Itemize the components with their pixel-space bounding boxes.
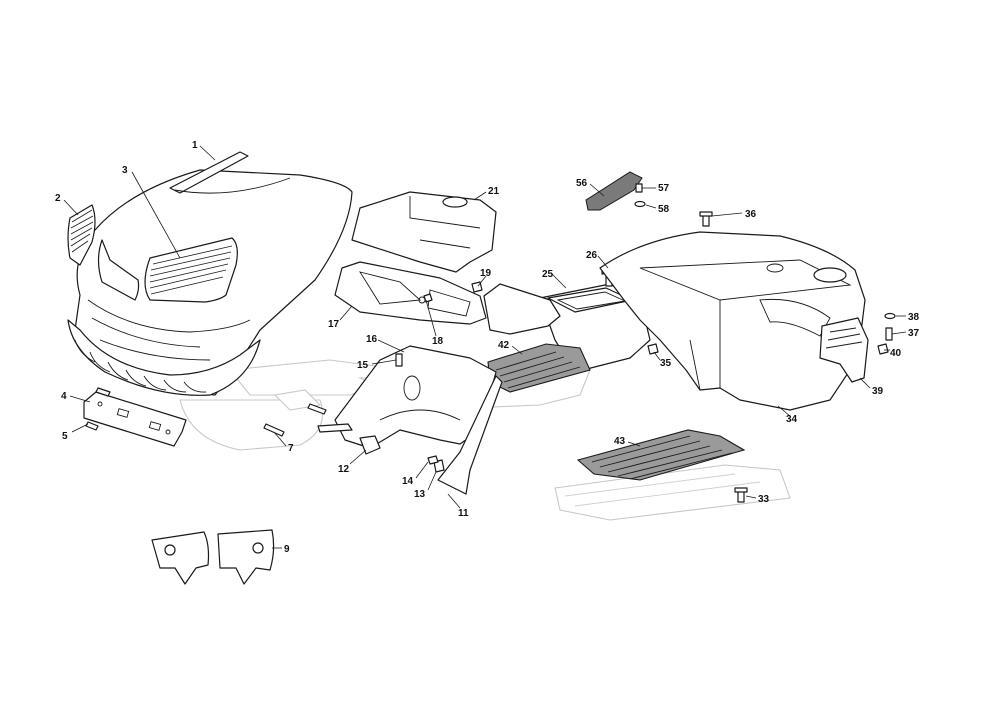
leader-lines [63, 145, 907, 549]
callout-33: 33 [758, 494, 770, 505]
front-grille-part-3[interactable] [144, 237, 238, 303]
bracket-part-12[interactable] [317, 423, 381, 455]
callout-21: 21 [488, 186, 500, 197]
callout-42: 42 [498, 340, 510, 351]
screw-part-5[interactable] [85, 421, 99, 431]
callout-18: 18 [432, 336, 444, 347]
callout-7: 7 [288, 443, 294, 454]
callout-13: 13 [414, 489, 426, 500]
screw-part-7[interactable] [95, 387, 327, 437]
callout-26: 26 [586, 250, 598, 261]
callout-57: 57 [658, 183, 670, 194]
callout-36: 36 [745, 209, 757, 220]
callout-labels: 1 2 3 4 5 7 9 11 12 13 14 15 16 17 18 19… [55, 140, 920, 555]
screw-part-36[interactable] [699, 211, 713, 227]
clip-part-13[interactable] [433, 459, 445, 473]
callout-16: 16 [366, 334, 378, 345]
callout-9: 9 [284, 544, 290, 555]
screw-part-35[interactable] [647, 343, 659, 355]
washer-part-58[interactable] [634, 200, 646, 208]
washer-part-38[interactable] [884, 312, 896, 320]
front-section-part [483, 283, 561, 335]
callout-37: 37 [908, 328, 920, 339]
callout-43: 43 [614, 436, 626, 447]
callout-14: 14 [402, 476, 414, 487]
callout-34: 34 [786, 414, 798, 425]
bracket-part-4[interactable] [83, 391, 187, 447]
dash-panel-part-17[interactable] [334, 261, 487, 325]
footrest-mat-part-43[interactable] [576, 429, 746, 481]
callout-25: 25 [542, 269, 554, 280]
handle-part-56[interactable] [585, 171, 643, 211]
side-panel-part-11[interactable] [437, 375, 503, 495]
nut-part-40[interactable] [877, 343, 889, 355]
callout-40: 40 [890, 348, 902, 359]
callout-5: 5 [62, 431, 68, 442]
rear-body-part-34[interactable] [599, 231, 866, 411]
callout-38: 38 [908, 312, 920, 323]
gasket-part-9[interactable] [151, 529, 275, 585]
callout-1: 1 [192, 140, 198, 151]
side-grille-part-2[interactable] [67, 204, 96, 266]
callout-19: 19 [480, 268, 492, 279]
callout-17: 17 [328, 319, 340, 330]
callout-56: 56 [576, 178, 588, 189]
screw-part-33[interactable] [734, 487, 748, 503]
callout-39: 39 [872, 386, 884, 397]
callout-2: 2 [55, 193, 61, 204]
callout-12: 12 [338, 464, 350, 475]
screw-part-57[interactable] [635, 183, 643, 193]
clip-part-14[interactable] [427, 455, 439, 465]
screw-part-37[interactable] [885, 327, 893, 341]
clip-part-18[interactable] [423, 293, 433, 303]
callout-3: 3 [122, 165, 128, 176]
callout-58: 58 [658, 204, 670, 215]
rear-bracket-part-39[interactable] [819, 317, 869, 383]
callout-4: 4 [61, 391, 67, 402]
dash-cover-part-21[interactable] [351, 191, 497, 273]
callout-11: 11 [458, 508, 469, 519]
callout-35: 35 [660, 358, 672, 369]
screw-part-15[interactable] [395, 353, 403, 367]
callout-15: 15 [357, 360, 369, 371]
